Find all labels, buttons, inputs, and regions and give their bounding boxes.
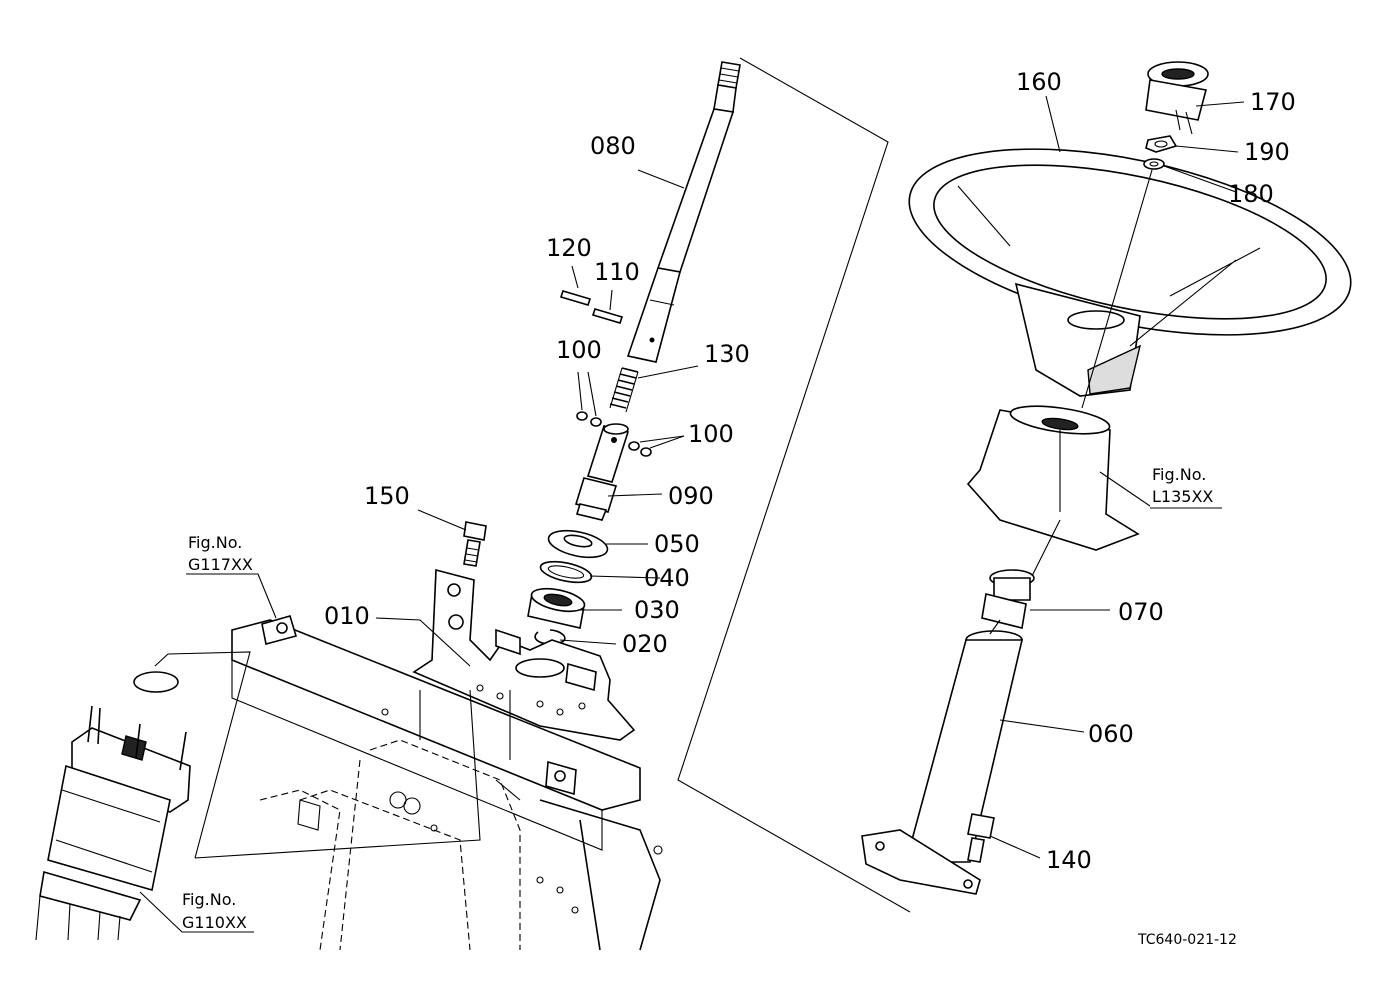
bolt-140 [967, 813, 995, 863]
center-lines [989, 169, 1153, 635]
label-070: 070 [1118, 598, 1164, 626]
steering-valve-unit [35, 671, 191, 941]
cap-170 [1145, 61, 1209, 135]
label-140: 140 [1046, 846, 1092, 874]
bolt-150 [463, 521, 487, 567]
column-cover [966, 405, 1140, 551]
lower-shaft-090 [574, 423, 630, 521]
label-190: 190 [1244, 138, 1290, 166]
washer-180 [1143, 158, 1165, 170]
spring-130 [609, 367, 639, 413]
o-rings-100 [576, 411, 652, 457]
column-tube-060 [861, 630, 1024, 895]
snap-ring-020 [534, 629, 566, 645]
label-170: 170 [1250, 88, 1296, 116]
label-180: 180 [1228, 180, 1274, 208]
bracket-010 [412, 568, 636, 741]
steering-shaft-080 [626, 61, 741, 363]
label-030: 030 [634, 596, 680, 624]
label-130: 130 [704, 340, 750, 368]
nut-190 [1145, 135, 1178, 153]
frame-rail [231, 615, 641, 851]
label-080: 080 [590, 132, 636, 160]
label-100-left: 100 [556, 336, 602, 364]
fig-ref-l135-line2: L135XX [1152, 487, 1213, 506]
fig-ref-g110-line1: Fig.No. [182, 890, 236, 909]
wave-washer-040 [539, 560, 593, 584]
label-150: 150 [364, 482, 410, 510]
projection-lines [154, 651, 521, 859]
label-100-right: 100 [688, 420, 734, 448]
figure-references: Fig.No. G117XX Fig.No. G110XX Fig.No. L1… [182, 465, 1213, 932]
leader-lines [139, 95, 1245, 933]
bearing-030 [527, 587, 586, 629]
label-120: 120 [546, 234, 592, 262]
fig-ref-l135-line1: Fig.No. [1152, 465, 1206, 484]
part-labels: 080 120 110 100 130 100 090 150 050 040 … [324, 68, 1296, 874]
assembly-outline [677, 57, 911, 913]
label-060: 060 [1088, 720, 1134, 748]
frame-dashed-chassis [259, 739, 663, 951]
fig-ref-g117-line1: Fig.No. [188, 533, 242, 552]
fig-ref-g117-line2: G117XX [188, 555, 253, 574]
label-040: 040 [644, 564, 690, 592]
washer-050 [547, 529, 609, 559]
label-020: 020 [622, 630, 668, 658]
drawing-code: TC640-021-12 [1137, 932, 1237, 948]
pin-110 [591, 308, 624, 324]
label-110: 110 [594, 258, 640, 286]
label-160: 160 [1016, 68, 1062, 96]
bushing-070 [981, 569, 1035, 629]
steering-wheel-160 [908, 148, 1352, 397]
label-090: 090 [668, 482, 714, 510]
label-010: 010 [324, 602, 370, 630]
fig-ref-g110-line2: G110XX [182, 913, 247, 932]
label-050: 050 [654, 530, 700, 558]
pin-120 [559, 290, 592, 306]
